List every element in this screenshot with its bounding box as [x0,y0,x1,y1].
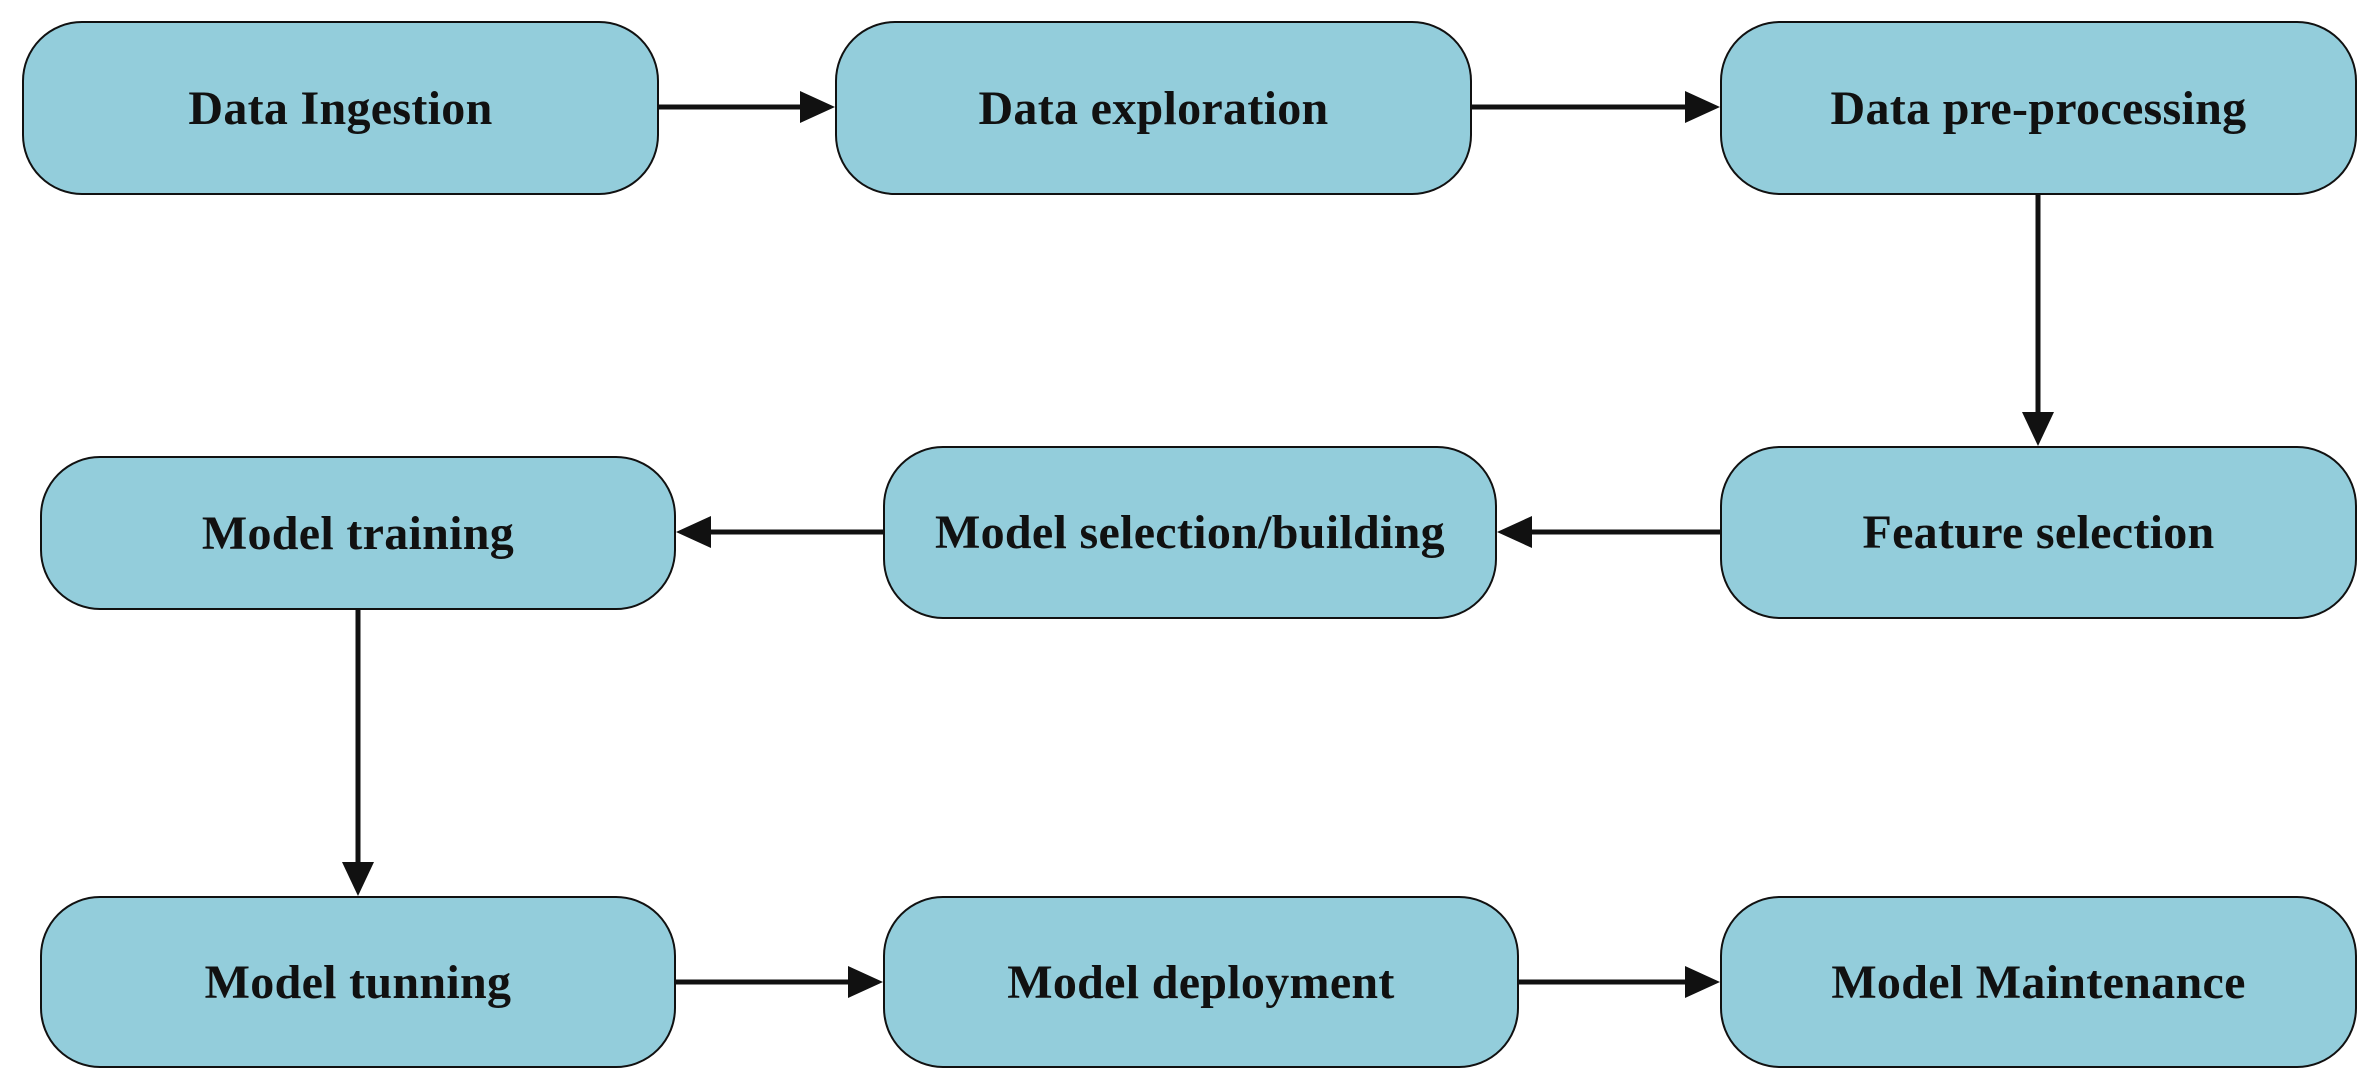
node-label: Model selection/building [935,506,1445,559]
node-feature-selection: Feature selection [1720,446,2357,619]
node-label: Model deployment [1007,955,1395,1009]
arrow-exploration-to-preprocessing [1472,91,1720,123]
node-model-selection-building: Model selection/building [883,446,1497,619]
node-data-exploration: Data exploration [835,21,1472,195]
node-label: Feature selection [1862,506,2215,559]
arrow-training-to-tunning [342,610,374,896]
node-model-maintenance: Model Maintenance [1720,896,2357,1068]
node-model-training: Model training [40,456,676,610]
arrow-ingestion-to-exploration [659,91,835,123]
node-label: Model training [201,506,515,560]
arrow-feature-selection-to-model-selection [1497,516,1720,548]
node-label: Data exploration [978,81,1329,135]
arrow-tunning-to-deployment [676,966,883,998]
node-model-tunning: Model tunning [40,896,676,1068]
arrow-preprocessing-to-feature-selection [2022,195,2054,446]
node-model-deployment: Model deployment [883,896,1519,1068]
node-label: Model tunning [204,955,512,1009]
node-data-preprocessing: Data pre-processing [1720,21,2357,195]
node-label: Data pre-processing [1830,81,2247,135]
node-label: Data Ingestion [188,81,493,135]
node-label: Model Maintenance [1831,955,2246,1009]
node-data-ingestion: Data Ingestion [22,21,659,195]
arrow-model-selection-to-training [676,516,883,548]
arrow-deployment-to-maintenance [1519,966,1720,998]
